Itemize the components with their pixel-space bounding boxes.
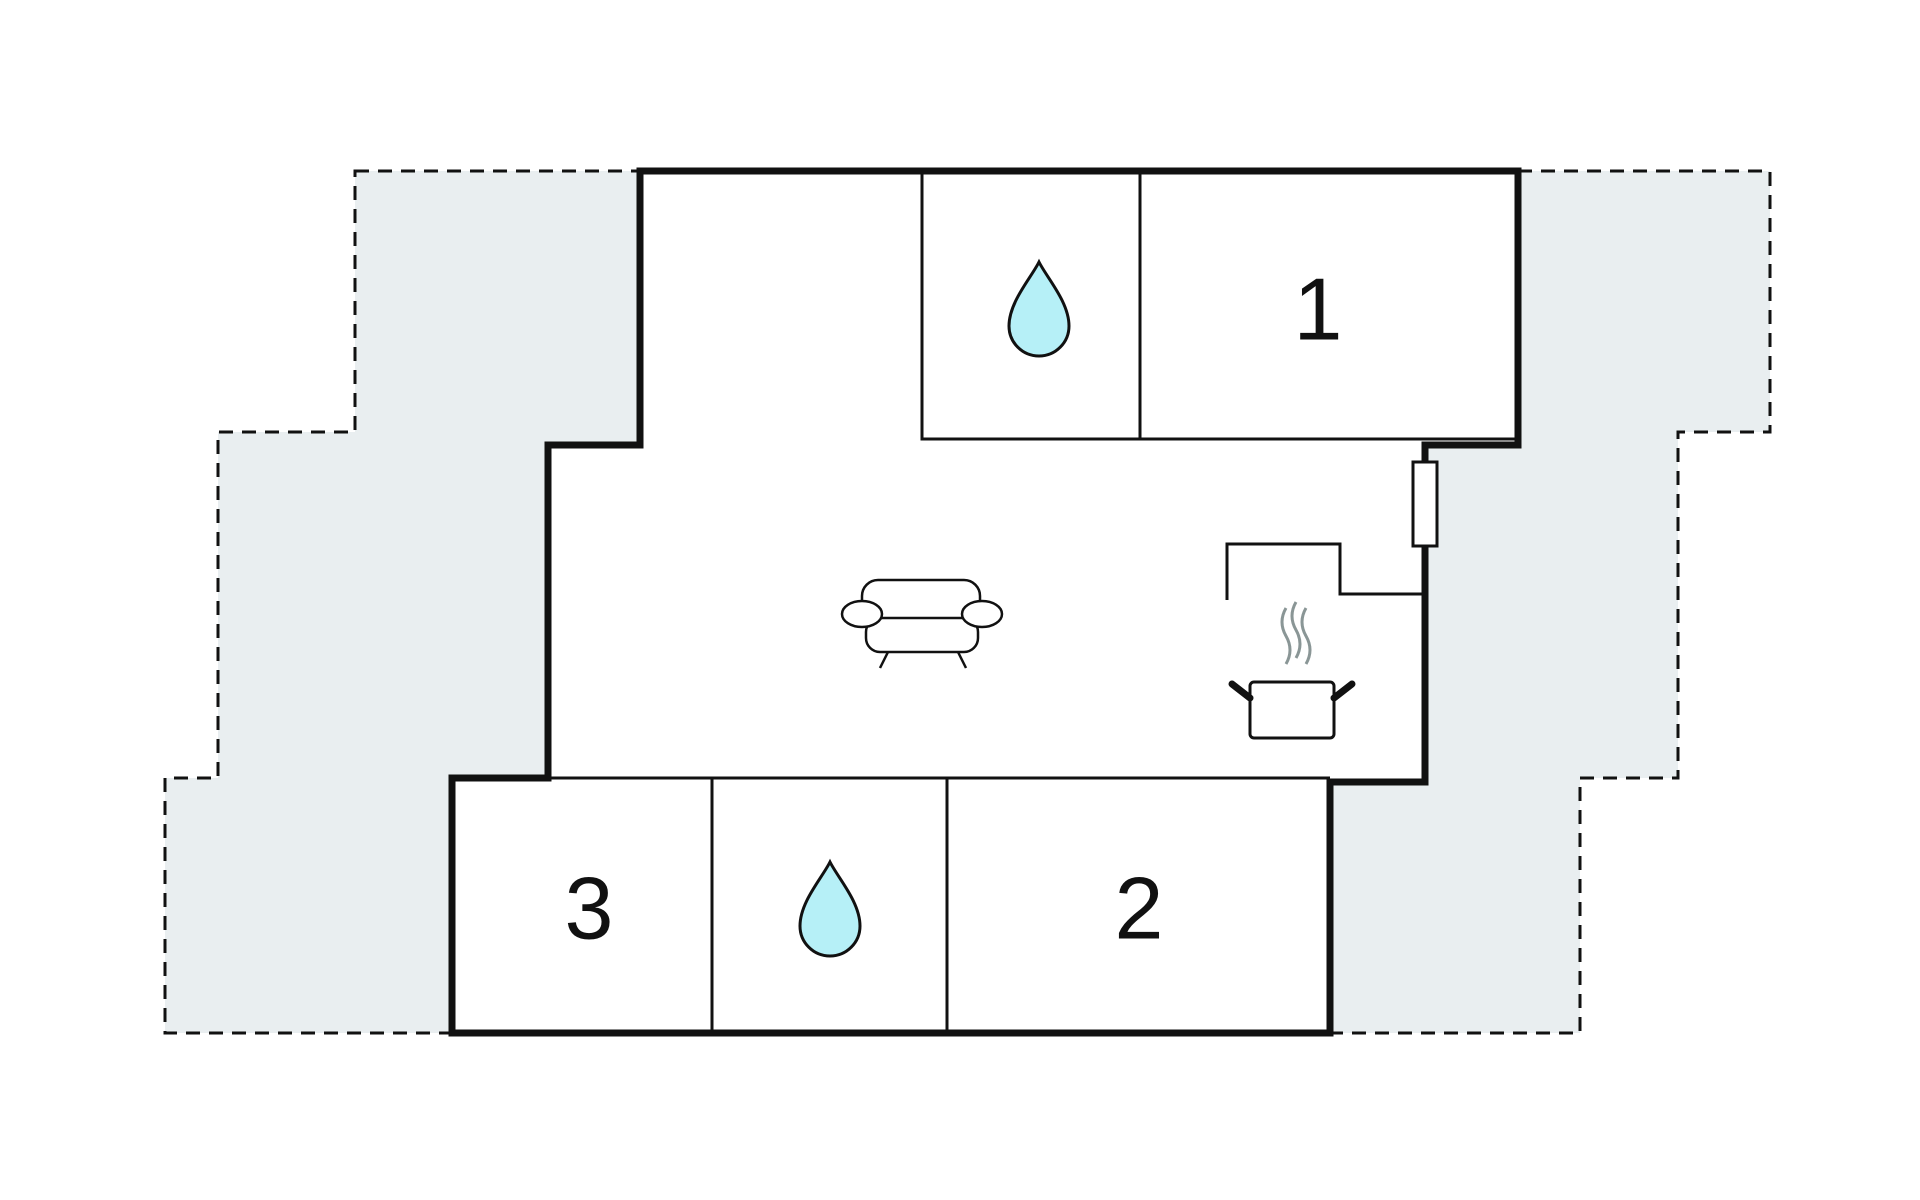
kitchen-counter [1225,542,1425,600]
room-label-bedroom-3: 3 [565,858,614,957]
room-bathroom-top [920,169,1142,441]
water-drop-icon [798,858,862,958]
room-label-bedroom-1: 1 [1294,259,1343,358]
room-label-bedroom-2: 2 [1115,858,1164,957]
water-drop-icon [1007,258,1071,358]
cooking-pot-icon [1228,601,1356,740]
radiator-icon [1411,460,1439,548]
sofa-icon [840,578,1004,669]
